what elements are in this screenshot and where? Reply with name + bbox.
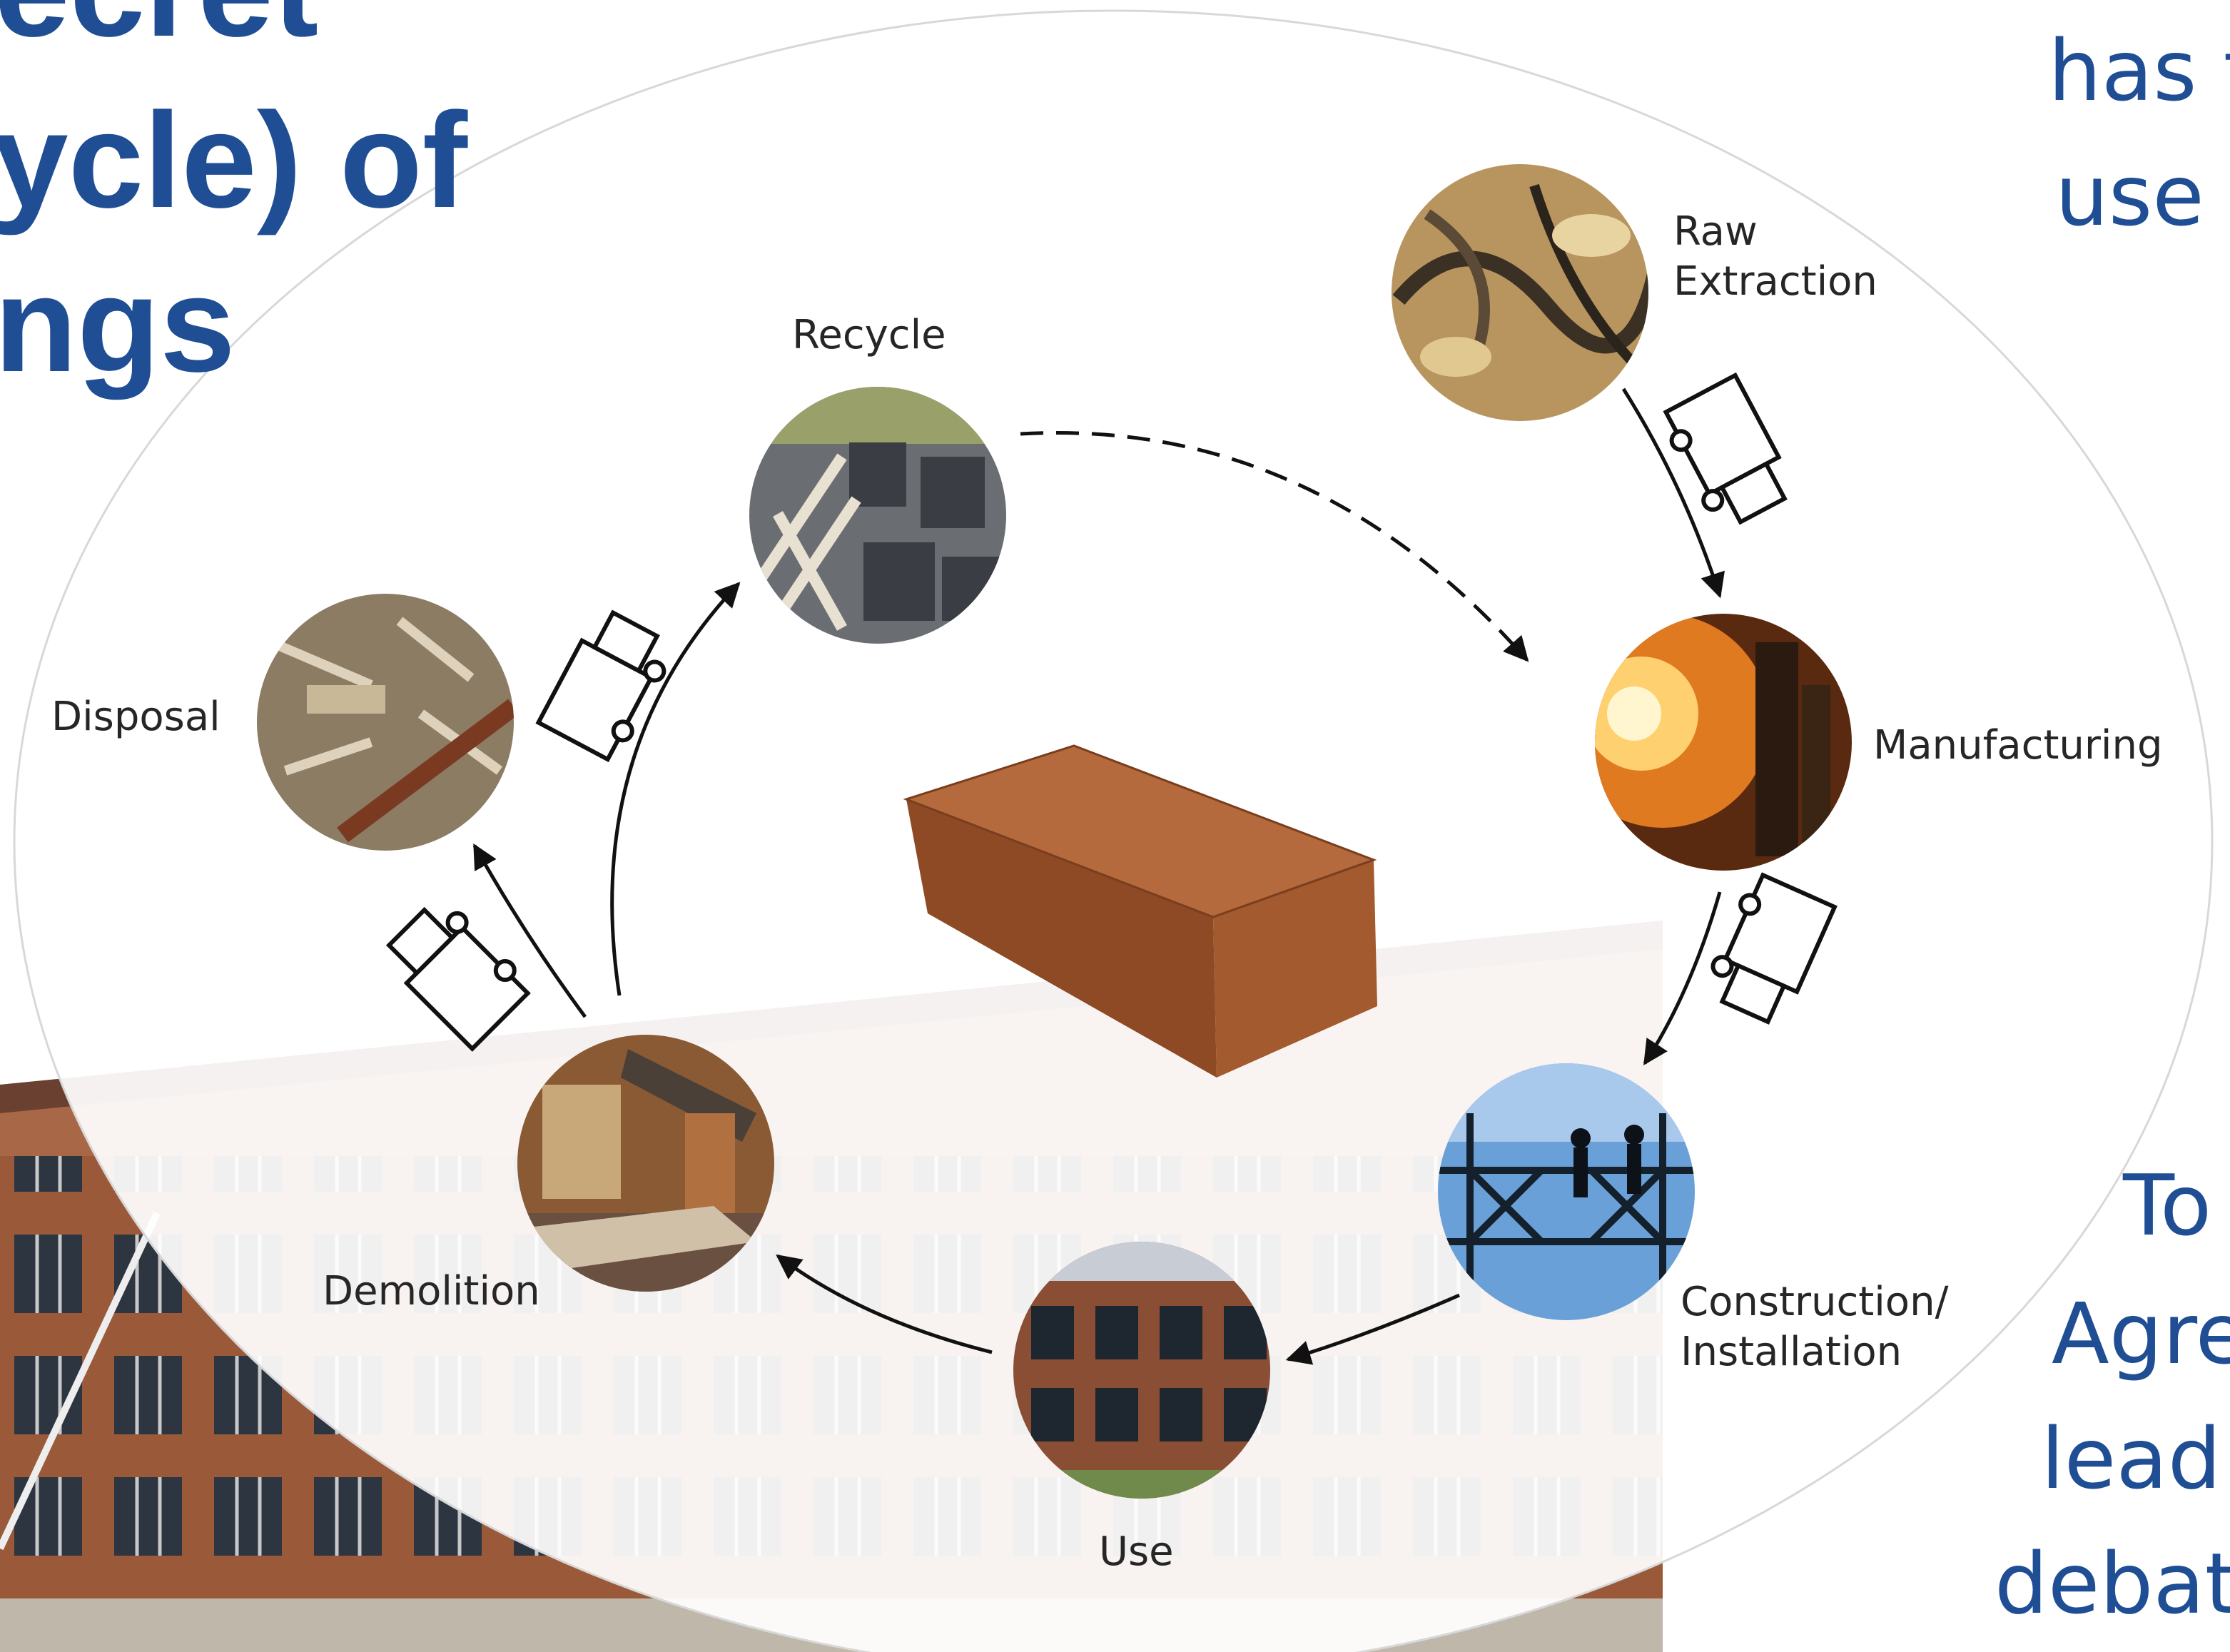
truck-icon — [1663, 372, 1788, 525]
truck-icon — [1710, 872, 1838, 1025]
building-photo — [1013, 1242, 1270, 1499]
slide-title-line-1: ecret — [0, 0, 318, 57]
label-recycle: Recycle — [792, 310, 946, 360]
label-construction-line-2: Installation — [1681, 1329, 1902, 1375]
arrow-manufacturing-to-construction — [1643, 891, 1722, 1065]
label-use-line-1: Use — [1099, 1529, 1174, 1575]
arrow-recycle-to-manufacturing — [1020, 431, 1529, 662]
foundry-photo — [1595, 614, 1852, 871]
right-text-bottom-2: Agre — [2052, 1284, 2230, 1383]
arrow-extraction-to-manufacturing — [1621, 387, 1725, 599]
right-text-bottom-4: debat — [1995, 1534, 2230, 1633]
right-text-top-1: has f — [2048, 21, 2230, 120]
right-text-bottom-1: To — [2123, 1156, 2212, 1255]
construction-photo — [1438, 1063, 1695, 1320]
label-recycle-line-1: Recycle — [792, 312, 946, 358]
demolition-photo — [517, 1035, 774, 1292]
label-manufacturing: Manufacturing — [1873, 721, 2163, 771]
right-text-top-2: use p — [2055, 146, 2230, 245]
scrap-photo — [749, 387, 1006, 644]
brick-photo — [903, 744, 1377, 1078]
truck-icon — [385, 906, 531, 1052]
truck-icon — [535, 609, 667, 763]
label-raw-extraction: Raw Extraction — [1673, 207, 1877, 307]
debris-photo — [257, 594, 514, 851]
arrow-construction-to-use — [1285, 1293, 1461, 1365]
label-construction: Construction/ Installation — [1681, 1277, 1948, 1377]
label-demolition-line-1: Demolition — [323, 1268, 540, 1314]
arrow-demolition-to-disposal — [472, 843, 587, 1018]
arrow-use-to-demolition — [776, 1254, 993, 1354]
label-manufacturing-line-1: Manufacturing — [1873, 722, 2163, 769]
label-raw-extraction-line-2: Extraction — [1673, 258, 1877, 305]
arrow-demolition-to-recycle — [610, 582, 741, 996]
label-disposal-line-1: Disposal — [51, 694, 221, 740]
raw-ore-photo — [1392, 164, 1648, 421]
label-raw-extraction-line-1: Raw — [1673, 208, 1758, 255]
label-demolition: Demolition — [323, 1267, 540, 1317]
slide-title-line-2: ycle) of — [0, 85, 468, 236]
slide-title-line-3: ngs — [0, 249, 235, 400]
label-use: Use — [1099, 1527, 1174, 1577]
label-disposal: Disposal — [51, 692, 221, 742]
label-construction-line-1: Construction/ — [1681, 1279, 1949, 1325]
right-text-bottom-3: lead — [2041, 1409, 2221, 1508]
